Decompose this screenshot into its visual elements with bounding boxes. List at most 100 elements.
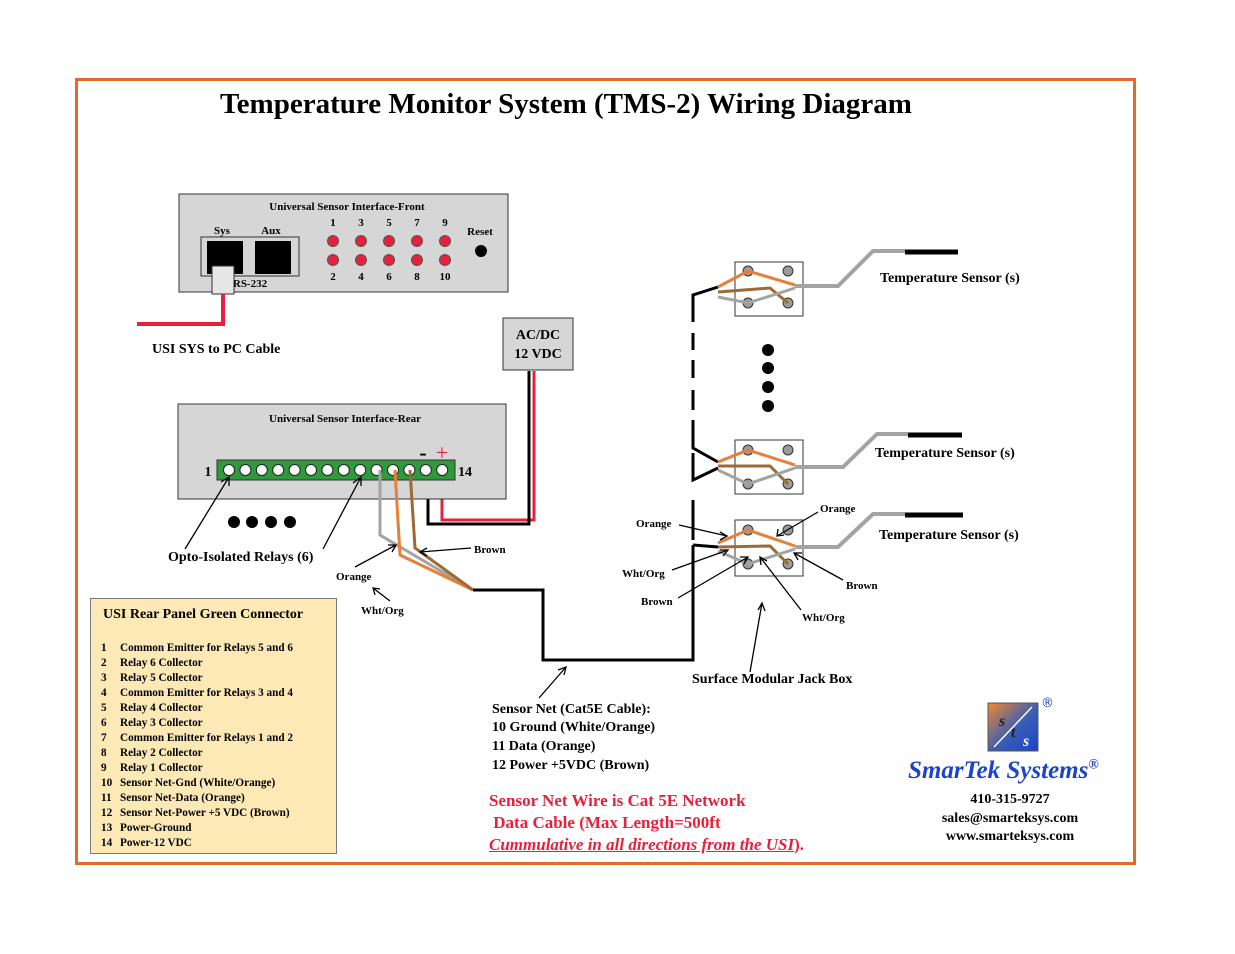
temp-sensor-label-1: Temperature Sensor (s): [880, 271, 1020, 286]
led-number-top: 3: [358, 217, 364, 229]
connector-pin: [305, 464, 317, 476]
legend-item-text: Relay 4 Collector: [120, 702, 203, 714]
legend-title: USI Rear Panel Green Connector: [103, 607, 304, 622]
legend-item-text: Relay 1 Collector: [120, 762, 203, 774]
sensor-net-line1: 10 Ground (White/Orange): [492, 720, 656, 735]
status-led: [355, 235, 367, 247]
usi-front-label: Universal Sensor Interface-Front: [269, 201, 425, 213]
company-phone: 410-315-9727: [970, 792, 1050, 807]
led-number-bottom: 4: [358, 271, 364, 283]
legend-item-text: Relay 2 Collector: [120, 747, 203, 759]
note-line3: Cummulative in all directions from the U…: [489, 835, 804, 855]
wire-brown-rear: [408, 469, 474, 592]
legend-item-number: 4: [101, 687, 107, 699]
legend-item-text: Power-12 VDC: [120, 837, 192, 849]
pc-cable-label: USI SYS to PC Cable: [152, 342, 281, 357]
pin-first-label: 1: [205, 465, 212, 480]
sensor-net-line3: 12 Power +5VDC (Brown): [492, 758, 650, 773]
wire-label-brown-jack-left: Brown: [641, 596, 673, 608]
usi-front-panel: Universal Sensor Interface-Front Sys Aux…: [178, 193, 509, 295]
power-line2: 12 VDC: [514, 347, 562, 362]
legend-item-text: Relay 3 Collector: [120, 717, 203, 729]
rs232-label: RS-232: [233, 278, 268, 290]
wire-label-whtorg-rear: Wht/Org: [361, 605, 404, 617]
status-led: [327, 254, 339, 266]
legend-item-number: 11: [101, 792, 112, 804]
led-number-top: 5: [386, 217, 392, 229]
legend-item: 9 Relay 1 Collector: [101, 761, 293, 776]
diagram-frame: [75, 78, 1136, 865]
legend-item: 8 Relay 2 Collector: [101, 746, 293, 761]
wire-label-whtorg-jack-left: Wht/Org: [622, 568, 665, 580]
pc-cable: [137, 294, 225, 326]
jack-box-1: [717, 261, 804, 317]
legend-item-number: 8: [101, 747, 107, 759]
wire-label-orange-rear: Orange: [336, 571, 372, 583]
legend-item-number: 9: [101, 762, 107, 774]
legend-item-number: 12: [101, 807, 113, 819]
connector-pin: [288, 464, 301, 476]
legend-item-number: 5: [101, 702, 107, 714]
legend-item-number: 2: [101, 657, 107, 669]
note-line2: Data Cable (Max Length=500ft: [489, 813, 721, 832]
legend-item-text: Relay 5 Collector: [120, 672, 203, 684]
status-led: [355, 254, 367, 266]
aux-port: [255, 241, 291, 274]
note-line3-end: ).: [794, 835, 805, 854]
wire-wht-org-rear: [378, 470, 474, 592]
connector-pin: [337, 464, 350, 476]
legend-item-number: 13: [101, 822, 113, 834]
smartek-logo-icon: s t s ®: [987, 696, 1054, 752]
wire-label-orange-jack-left: Orange: [636, 518, 672, 530]
reset-label: Reset: [467, 226, 493, 238]
led-number-top: 9: [442, 217, 448, 229]
led-number-bottom: 8: [414, 271, 420, 283]
sensor-lead-1: [795, 249, 905, 288]
company-website[interactable]: www.smarteksys.com: [945, 829, 1075, 844]
legend-item: 1 Common Emitter for Relays 5 and 6: [101, 641, 293, 656]
logo-letter-3: s: [1022, 733, 1029, 750]
company-name-text: SmarTek Systems: [908, 757, 1089, 784]
legend-item-text: Power-Ground: [120, 822, 192, 834]
cat5-trunk: [473, 545, 695, 662]
status-led: [411, 254, 423, 266]
temp-sensor-label-3: Temperature Sensor (s): [879, 528, 1019, 543]
sensor-lead-2: [795, 432, 908, 469]
status-led: [439, 235, 451, 247]
legend-item-text: Common Emitter for Relays 3 and 4: [120, 687, 293, 699]
legend-item-text: Common Emitter for Relays 5 and 6: [120, 642, 293, 654]
wire-label-orange-jack-right: Orange: [820, 503, 856, 515]
legend-item-number: 6: [101, 717, 107, 729]
minus-sign: -: [419, 440, 426, 465]
legend-item-text: Sensor Net-Gnd (White/Orange): [120, 777, 276, 789]
logo-letter-1: s: [998, 713, 1005, 730]
wire-orange-rear: [393, 469, 474, 592]
led-number-bottom: 10: [440, 271, 452, 283]
relays-label: Opto-Isolated Relays (6): [168, 550, 314, 565]
rs232-plug: [211, 265, 235, 295]
company-email[interactable]: sales@smarteksys.com: [941, 811, 1079, 826]
connector-pin: [321, 464, 334, 476]
status-led: [411, 235, 423, 247]
legend-item-number: 3: [101, 672, 107, 684]
usi-rear-label: Universal Sensor Interface-Rear: [269, 413, 421, 425]
connector-pin: [255, 464, 268, 476]
pin-last-label: 14: [458, 465, 472, 480]
led-number-top: 1: [330, 217, 336, 229]
legend-item-number: 1: [101, 642, 107, 654]
status-led: [383, 235, 395, 247]
note-line3-italic: Cummulative in all directions from the U…: [489, 835, 795, 854]
jack-box-label: Surface Modular Jack Box: [692, 672, 853, 687]
reset-button: [475, 245, 487, 257]
logo-registered-mark: ®: [1041, 696, 1054, 711]
connector-pin: [354, 464, 367, 476]
led-number-top: 7: [414, 217, 420, 229]
usi-rear-panel: Universal Sensor Interface-Rear - + 1 14: [177, 403, 507, 500]
green-connector: [216, 459, 456, 481]
